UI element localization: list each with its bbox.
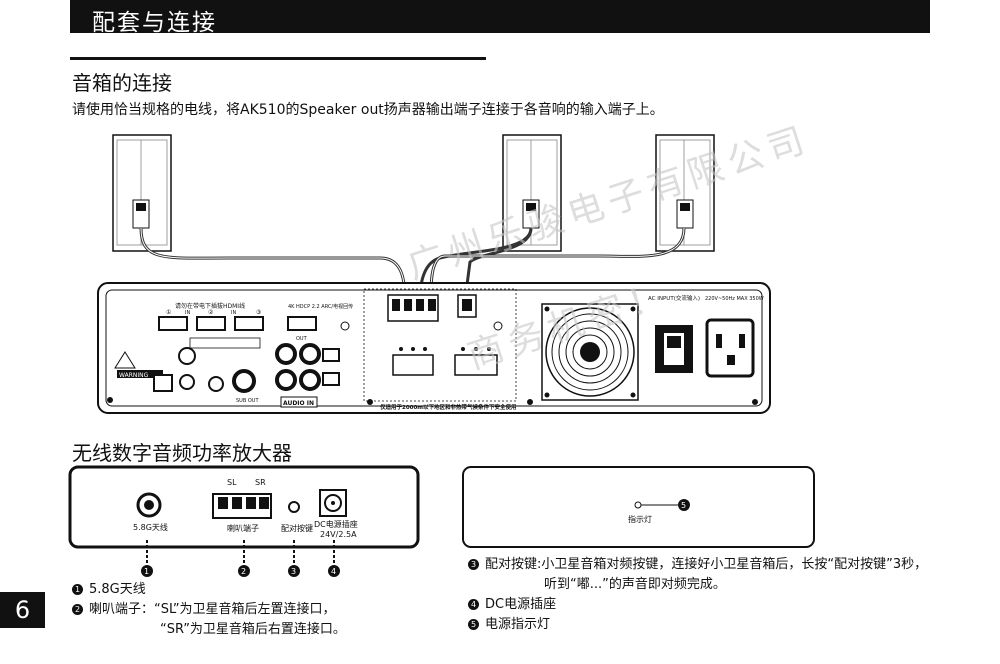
amplifier-rear-panel: 请勿在带电下插拔HDMI线 ① ② ③ IN IN 4K HDCP 2.2 AR…	[97, 282, 771, 414]
callout-2: 2	[241, 567, 246, 576]
hdmi-port-1-label: ①	[166, 309, 171, 316]
rca-audio-in	[275, 343, 321, 391]
hdmi-out-port	[287, 316, 317, 331]
callout-markers: 1 2 3 4	[141, 565, 340, 577]
note-item: 听到“嘟...”的声音即对频完成。	[544, 577, 726, 592]
power-switch	[655, 325, 693, 373]
hdmi-port-3-label: ③	[256, 309, 261, 316]
speaker-terminal-label: 喇叭端子	[227, 523, 259, 533]
speaker-connection-title: 音箱的连接	[72, 71, 172, 95]
receiver-front-view: 5	[462, 466, 815, 548]
dc-spec-label: 24V/2.5A	[320, 530, 357, 539]
note-item: “SR”为卫星音箱后右置连接口。	[160, 622, 346, 637]
audio-in-label: AUDIO IN	[283, 400, 314, 407]
callout-5: 5	[681, 501, 686, 510]
ac-power-inlet	[705, 318, 755, 378]
ac-spec-label: 220V~50Hz MAX 350W	[705, 296, 764, 302]
header-underline	[70, 57, 486, 60]
hdmi-in-ports	[158, 316, 264, 331]
callout-leaders	[146, 540, 335, 563]
hdmi-warning-label: 请勿在带电下插拔HDMI线	[175, 302, 245, 310]
cooling-fan	[541, 303, 639, 401]
section-header-bar: 配套与连接	[70, 0, 930, 36]
dc-socket-label: DC电源插座	[314, 519, 358, 529]
callout-1: 1	[144, 567, 149, 576]
receiver-rear-view	[68, 465, 420, 549]
wireless-amp-title: 无线数字音频功率放大器	[72, 441, 292, 465]
section-header-title: 配套与连接	[92, 10, 217, 36]
sr-label: SR	[255, 478, 266, 487]
indicator-label: 指示灯	[628, 514, 652, 524]
sub-out-label: SUB OUT	[236, 398, 259, 404]
pair-button-label: 配对按键	[281, 523, 313, 533]
warning-label: WARNING	[119, 372, 149, 379]
page-number: 6	[0, 592, 45, 628]
callout-3: 3	[291, 567, 296, 576]
hdmi-in-label-1: IN	[185, 310, 190, 316]
speaker-connection-intro: 请使用恰当规格的电线，将AK510的Speaker out扬声器输出端子连接于各…	[72, 102, 664, 118]
sl-label: SL	[227, 478, 237, 487]
panel-bottom-note: 仅适用于2000m以下地区和非热带气候条件下安全使用	[379, 403, 517, 411]
callout-4: 4	[331, 567, 336, 576]
antenna-label: 5.8G天线	[133, 522, 168, 532]
hdmi-in-label-2: IN	[231, 310, 236, 316]
ac-input-label: AC INPUT(交流输入)	[648, 294, 700, 302]
hdmi-out-label: OUT	[296, 336, 308, 342]
hdmi-spec-label: 4K HDCP 2.2 ARC/电视回传	[288, 303, 353, 310]
hdmi-port-2-label: ②	[208, 309, 214, 316]
speaker-terminals	[363, 288, 517, 402]
